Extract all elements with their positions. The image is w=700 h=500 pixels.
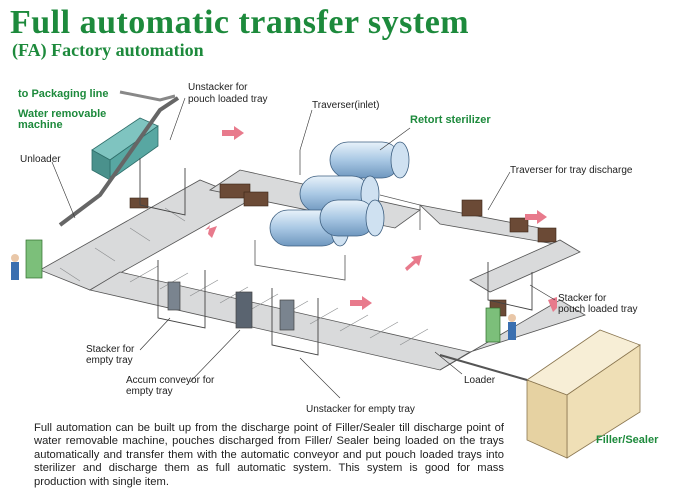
label-filler-sealer: Filler/Sealer: [596, 434, 659, 446]
page-subtitle: (FA) Factory automation: [12, 40, 204, 60]
label-loader: Loader: [464, 375, 496, 386]
control-cabinet-right: [485, 307, 501, 343]
system-description: Full automation can be built up from the…: [34, 422, 504, 488]
label-to-packaging-line: to Packaging line: [18, 88, 108, 100]
label-retort-sterilizer: Retort sterilizer: [410, 114, 491, 126]
control-cabinet-left: [25, 239, 43, 279]
flow-arrows: [205, 126, 557, 312]
stacker-towers: [167, 281, 295, 331]
label-unstacker-pouch-2: pouch loaded tray: [188, 94, 268, 105]
retort-sterilizer: [269, 141, 410, 247]
label-stacker-empty-2: empty tray: [86, 355, 133, 366]
filler-sealer-box: [526, 329, 641, 459]
label-traverser-discharge: Traverser for tray discharge: [510, 165, 633, 176]
label-accum-conveyor-2: empty tray: [126, 386, 173, 397]
sterilizer-frames: [254, 150, 421, 281]
operator-figures: [11, 254, 516, 340]
label-accum-conveyor-1: Accum conveyor for: [126, 375, 215, 386]
leader-lines: [51, 97, 556, 399]
label-unloader: Unloader: [20, 154, 61, 165]
label-unstacker-pouch-1: Unstacker for: [188, 82, 248, 93]
filler-connector: [439, 354, 528, 381]
label-unstacker-empty: Unstacker for empty tray: [306, 404, 415, 415]
label-water-removable-2: machine: [18, 119, 63, 131]
label-traverser-inlet: Traverser(inlet): [312, 100, 379, 111]
page-title: Full automatic transfer system: [10, 4, 470, 41]
packaging-line-belt: [58, 96, 180, 227]
label-stacker-pouch-1: Stacker for: [558, 293, 607, 304]
label-water-removable-1: Water removable: [18, 108, 106, 120]
label-stacker-pouch-2: pouch loaded tray: [558, 304, 638, 315]
gantry-frames: [139, 158, 533, 356]
label-stacker-empty-1: Stacker for: [86, 344, 135, 355]
